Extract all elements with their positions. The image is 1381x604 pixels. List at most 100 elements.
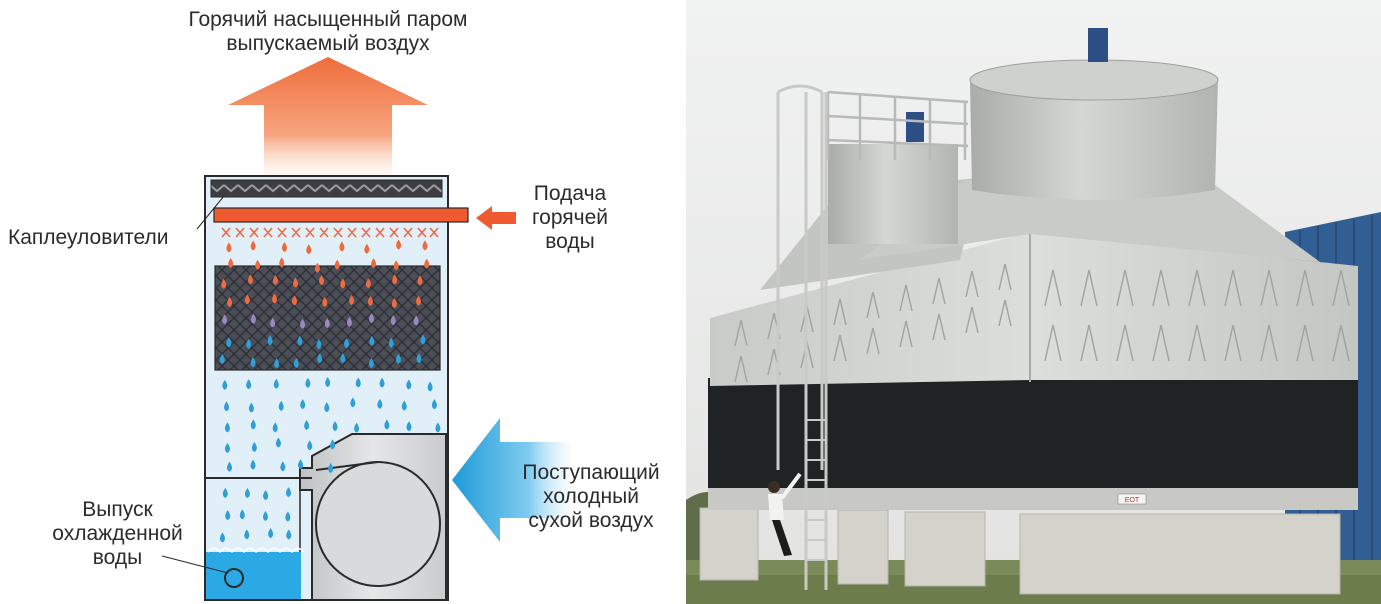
photo-fan-motor bbox=[1088, 28, 1108, 62]
water-droplet bbox=[251, 441, 257, 452]
water-droplet bbox=[319, 275, 325, 286]
water-droplet bbox=[270, 317, 276, 328]
water-droplet bbox=[317, 353, 323, 364]
water-droplet bbox=[431, 399, 437, 410]
water-droplet bbox=[392, 274, 398, 285]
exhaust-label: Горячий насыщенный паром выпускаемый воз… bbox=[147, 8, 509, 56]
cooled-water-outlet-line-3: воды bbox=[92, 546, 143, 569]
cold-air-inlet-label: Поступающий холодный сухой воздух bbox=[503, 461, 679, 533]
hot-water-pipe bbox=[213, 207, 469, 223]
drain-outlet bbox=[224, 568, 244, 588]
panel-mark bbox=[1296, 324, 1314, 362]
panel-mark bbox=[965, 306, 979, 334]
panel-mark bbox=[1224, 324, 1242, 362]
water-droplet bbox=[219, 353, 225, 364]
cooled-water-outlet-line-1: Выпуск bbox=[82, 498, 153, 521]
water-droplet bbox=[406, 379, 412, 390]
water-droplet bbox=[416, 295, 422, 306]
water-droplet bbox=[300, 399, 306, 410]
water-droplet bbox=[379, 377, 385, 388]
cooled-water-outlet-label: Выпуск охлажденной воды bbox=[30, 498, 205, 570]
water-droplet bbox=[367, 295, 373, 306]
water-droplet bbox=[300, 318, 306, 329]
cooled-water-outlet-line-2: охлажденной bbox=[52, 522, 183, 545]
panel-mark bbox=[965, 270, 979, 298]
photo-railing bbox=[826, 90, 969, 160]
water-droplet bbox=[350, 397, 356, 408]
hot-water-inlet-line-2: горячей bbox=[531, 206, 609, 229]
panel-mark bbox=[1332, 324, 1350, 362]
water-droplet bbox=[293, 277, 299, 288]
water-droplet bbox=[364, 243, 370, 254]
water-droplet bbox=[346, 316, 352, 327]
water-droplet bbox=[221, 278, 227, 289]
water-droplet bbox=[369, 335, 375, 346]
water-droplets bbox=[219, 239, 441, 543]
water-droplet bbox=[247, 274, 253, 285]
exhaust-label-line-1: Горячий насыщенный паром bbox=[188, 8, 468, 31]
water-droplet bbox=[307, 440, 313, 451]
drift-eliminators-label: Каплеуловители bbox=[8, 226, 169, 249]
water-droplet bbox=[286, 529, 292, 540]
hot-water-arrow bbox=[476, 206, 516, 230]
photo-concrete-piers bbox=[699, 507, 1341, 595]
exhaust-label-line-2: выпускаемый воздух bbox=[226, 32, 430, 55]
water-droplet bbox=[293, 357, 299, 368]
photo-panel-wall bbox=[710, 232, 1358, 386]
panel-mark bbox=[1188, 269, 1206, 307]
water-droplet bbox=[250, 459, 256, 470]
cold-air-inlet-line-3: сухой воздух bbox=[528, 509, 654, 532]
water-droplet bbox=[322, 296, 328, 307]
water-droplet bbox=[255, 259, 261, 270]
panel-mark bbox=[932, 277, 946, 305]
water-droplet bbox=[369, 313, 375, 324]
water-droplet bbox=[274, 358, 280, 369]
water-droplet bbox=[334, 259, 340, 270]
water-droplet bbox=[248, 402, 254, 413]
water-droplet bbox=[219, 532, 225, 543]
water-droplet bbox=[304, 419, 310, 430]
water-waves bbox=[207, 547, 305, 554]
water-droplet bbox=[339, 241, 345, 252]
photo-louvers bbox=[708, 378, 1358, 490]
water-droplet bbox=[384, 419, 390, 430]
water-droplet bbox=[413, 315, 419, 326]
panel-mark bbox=[866, 327, 880, 355]
water-droplet bbox=[246, 338, 252, 349]
water-droplet bbox=[272, 422, 278, 433]
water-droplet bbox=[263, 490, 269, 501]
water-droplet bbox=[226, 337, 232, 348]
water-droplet bbox=[417, 275, 423, 286]
water-droplet bbox=[224, 422, 230, 433]
photo-hood-front bbox=[860, 180, 1320, 262]
panel-mark bbox=[1080, 324, 1098, 362]
panel-mark bbox=[1332, 269, 1350, 307]
hot-water-inlet-line-1: Подача bbox=[533, 182, 607, 205]
panel-mark bbox=[1044, 269, 1062, 307]
panel-mark bbox=[1044, 324, 1062, 362]
panel-mark bbox=[734, 319, 748, 347]
water-droplet bbox=[298, 459, 304, 470]
water-droplet bbox=[291, 295, 297, 306]
water-droplet bbox=[244, 294, 250, 305]
water-basin bbox=[206, 552, 301, 599]
photo-person bbox=[768, 472, 802, 556]
water-droplet bbox=[314, 262, 320, 273]
water-droplet bbox=[305, 377, 311, 388]
water-droplet bbox=[316, 338, 322, 349]
water-droplet bbox=[365, 278, 371, 289]
water-droplet bbox=[297, 335, 303, 346]
spray-nozzles bbox=[221, 227, 439, 238]
water-droplet bbox=[246, 379, 252, 390]
water-droplet bbox=[285, 511, 291, 522]
water-droplet bbox=[406, 421, 412, 432]
water-droplet bbox=[250, 357, 256, 368]
water-droplet bbox=[222, 487, 228, 498]
water-droplet bbox=[272, 274, 278, 285]
water-droplet bbox=[278, 400, 284, 411]
panel-mark bbox=[1152, 269, 1170, 307]
water-droplet bbox=[330, 439, 336, 450]
water-droplet bbox=[244, 529, 250, 540]
water-droplet bbox=[354, 422, 360, 433]
outlet-leader bbox=[161, 555, 229, 574]
